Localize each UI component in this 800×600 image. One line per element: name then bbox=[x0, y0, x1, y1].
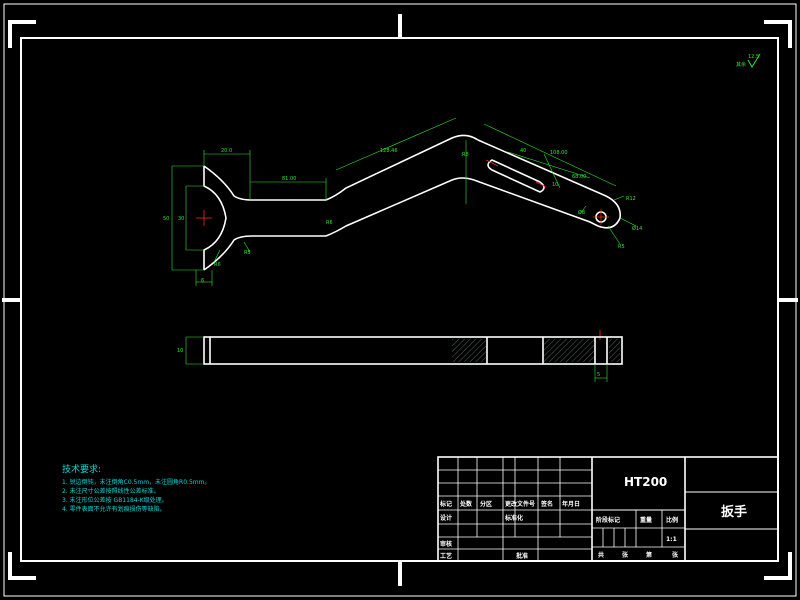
dim-tip-r: R5 bbox=[618, 244, 625, 250]
sig-header: 审核 bbox=[440, 540, 452, 548]
dim-fork-depth: 20.0 bbox=[221, 148, 232, 154]
rev-header: 标记 bbox=[439, 500, 452, 508]
sheet-label: 张 bbox=[622, 551, 629, 559]
material: HT200 bbox=[624, 475, 667, 489]
sig-header: 批准 bbox=[516, 552, 528, 560]
sig-header: 标准化 bbox=[504, 514, 523, 522]
dim-bend-inner: R6 bbox=[326, 220, 333, 226]
roughness-note: 其余 bbox=[736, 61, 746, 68]
sig-header: 工艺 bbox=[440, 552, 452, 560]
dim-fork-width: 50 bbox=[163, 216, 169, 222]
note-line: 4. 零件表面不允许有划痕损伤等缺陷。 bbox=[62, 505, 166, 513]
stage-label: 阶段标记 bbox=[596, 516, 620, 524]
dim-hole: Ø8 bbox=[578, 209, 585, 216]
centerlines bbox=[196, 159, 609, 340]
title-block-labels: 标记 处数 分区 更改文件号 签名 年月日 设计 标准化 审核 工艺 批准 HT… bbox=[439, 475, 747, 560]
sheet-label: 共 bbox=[598, 551, 604, 559]
scale-value: 1:1 bbox=[666, 536, 677, 543]
note-line: 2. 未注尺寸公差按照线性公差标准。 bbox=[62, 487, 160, 495]
stage-label: 重量 bbox=[640, 516, 652, 524]
center-marks bbox=[2, 14, 798, 586]
notes-title: 技术要求: bbox=[62, 463, 101, 475]
wrench-front-view bbox=[203, 134, 622, 271]
dim-neck-thickness: 6 bbox=[201, 278, 204, 284]
dimension-lines bbox=[171, 117, 637, 286]
sheet-label: 第 bbox=[645, 551, 652, 559]
note-line: 1. 锐边倒钝，未注倒角C0.5mm，未注圆角R0.5mm。 bbox=[62, 478, 210, 486]
dim-neck-length: 81.00 bbox=[282, 176, 296, 182]
roughness-symbol: 12.5 其余 bbox=[736, 53, 761, 68]
rev-header: 分区 bbox=[480, 500, 492, 508]
dim-slot-width: 10 bbox=[552, 182, 558, 188]
dim-bend-outer: R8 bbox=[462, 152, 469, 158]
corner-marks bbox=[8, 20, 792, 580]
dim-side-thickness: 10 bbox=[177, 348, 183, 354]
dim-inner-width: 30 bbox=[178, 216, 184, 222]
dim-fillet-fork: R5 bbox=[244, 250, 251, 256]
rev-header: 处数 bbox=[459, 500, 473, 508]
rev-header: 更改文件号 bbox=[505, 500, 535, 508]
dim-tip-bevel: Ø14 bbox=[632, 225, 642, 232]
inner-frame bbox=[20, 37, 779, 562]
dim-slant-length: 128.46 bbox=[380, 148, 398, 154]
rev-header: 签名 bbox=[540, 500, 553, 508]
technical-notes: 技术要求: 1. 锐边倒钝，未注倒角C0.5mm，未注圆角R0.5mm。 2. … bbox=[62, 463, 210, 513]
side-dimensions bbox=[185, 336, 608, 382]
roughness-value: 12.5 bbox=[748, 54, 759, 60]
wrench-side-view bbox=[203, 336, 623, 365]
dim-slot-length: 108.00 bbox=[550, 150, 568, 156]
sheet-label: 张 bbox=[672, 551, 679, 559]
note-line: 3. 未注形位公差按 GB1184-K级处理。 bbox=[62, 496, 168, 504]
title-block bbox=[437, 456, 779, 562]
dim-slot-span: 68.00 bbox=[572, 174, 586, 180]
rev-header: 年月日 bbox=[562, 500, 580, 508]
dimension-texts: 50 30 20.0 81.00 6 R5 R6 R6 128.46 R8 40… bbox=[163, 148, 642, 284]
dim-slot-offset: 40 bbox=[520, 148, 526, 154]
part-name: 扳手 bbox=[721, 504, 747, 520]
dim-hole-depth: 5 bbox=[597, 372, 600, 378]
stage-label: 比例 bbox=[666, 516, 678, 524]
dim-tip-radius: R12 bbox=[626, 196, 636, 202]
sig-header: 设计 bbox=[440, 514, 452, 522]
dim-fillet-neck: R6 bbox=[214, 262, 221, 268]
